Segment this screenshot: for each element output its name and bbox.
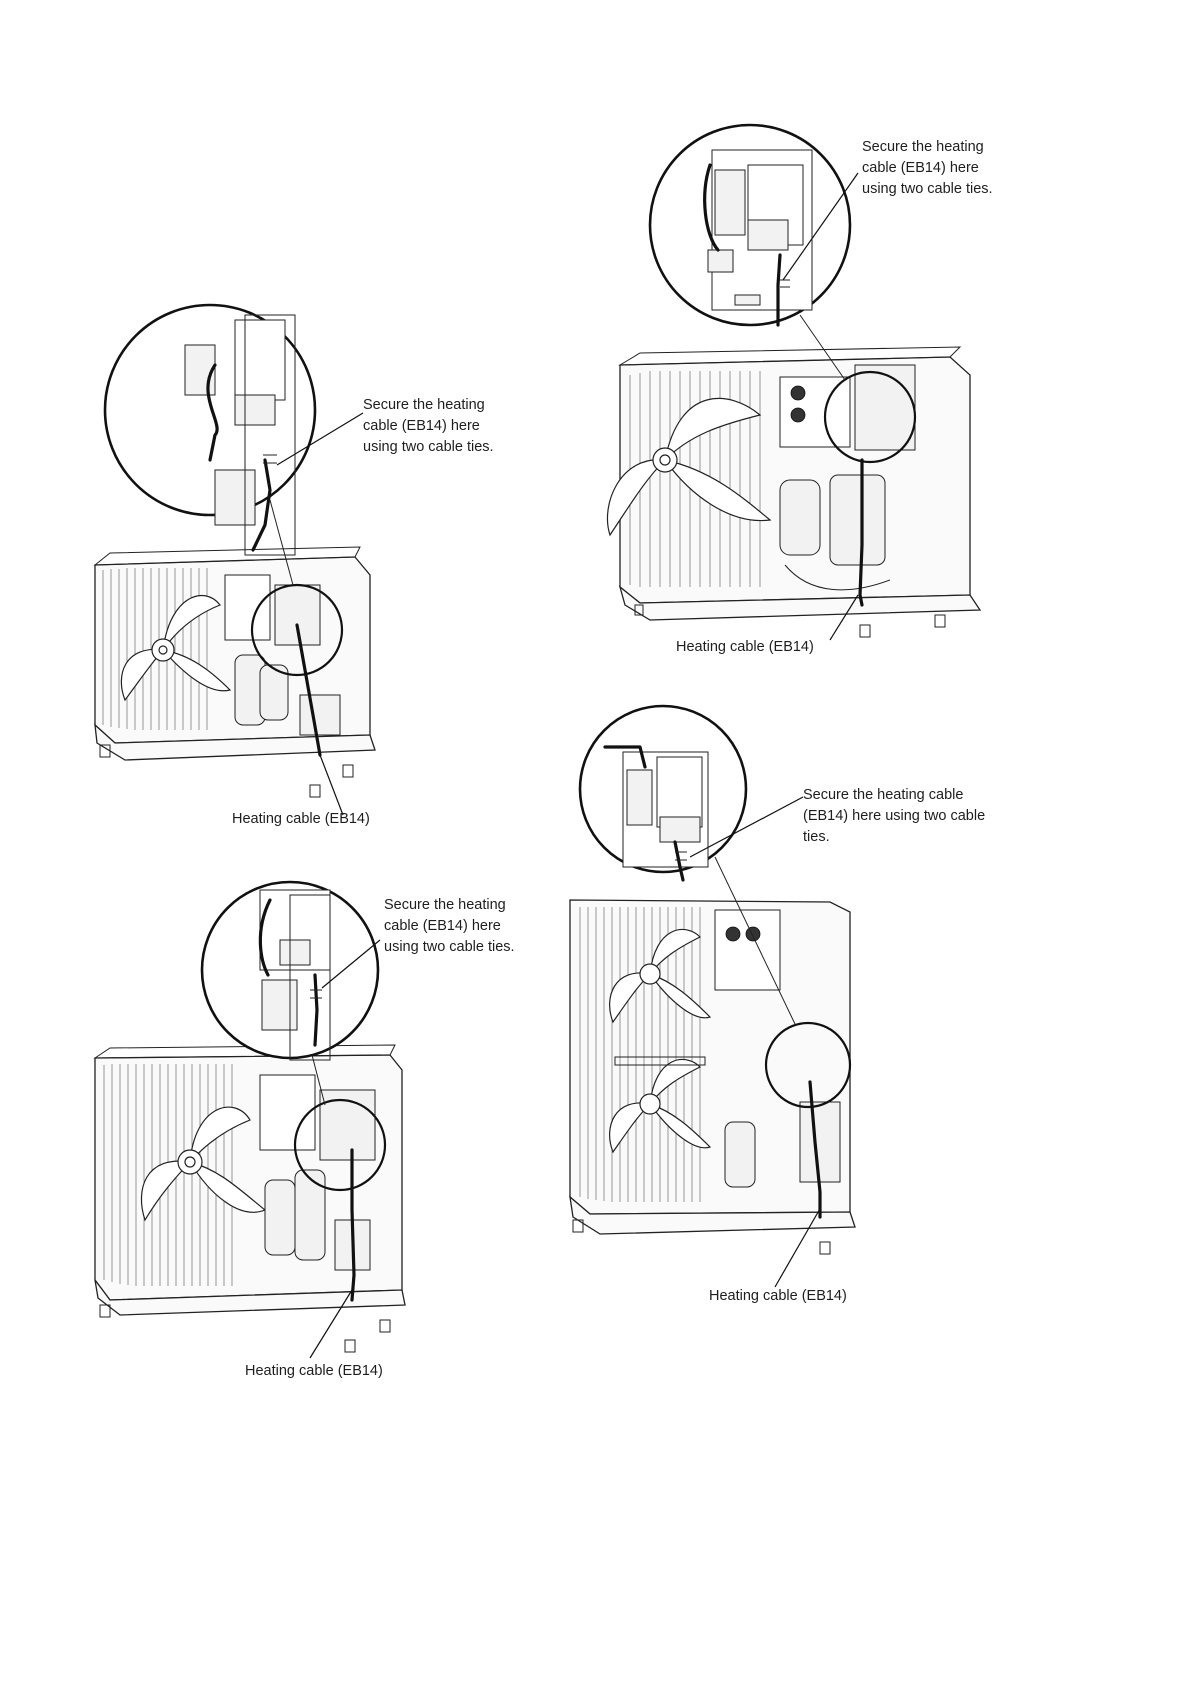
heat-pump-illustration-middle-right — [569, 704, 856, 1288]
cable-leader-line — [829, 594, 859, 641]
secure-cable-label-4-line-1: Secure the heating cable — [803, 787, 964, 803]
secure-cable-label-3-line-1: Secure the heating — [384, 897, 506, 913]
heat-pump-illustration-middle-left — [93, 303, 376, 816]
cable-leader-line-2 — [319, 754, 344, 816]
secure-cable-label-line-2: cable (EB14) here — [862, 160, 979, 176]
heating-cable-label-3: Heating cable (EB14) — [245, 1363, 383, 1379]
secure-leader-line-3 — [321, 939, 381, 989]
secure-cable-label-2-line-2: cable (EB14) here — [363, 418, 480, 434]
cable-leader-line-4 — [774, 1206, 822, 1288]
heating-cable-label-4: Heating cable (EB14) — [709, 1288, 847, 1304]
secure-cable-label-2: Secure the heating cable (EB14) here usi… — [363, 395, 494, 458]
heat-pump-illustration-bottom-left — [93, 880, 406, 1359]
secure-cable-label-line-3: using two cable ties. — [862, 181, 993, 197]
secure-leader-line — [782, 172, 859, 281]
secure-cable-label-3-line-3: using two cable ties. — [384, 939, 515, 955]
secure-cable-label-3-line-2: cable (EB14) here — [384, 918, 501, 934]
secure-leader-line-4 — [689, 796, 804, 858]
heating-cable-label-2: Heating cable (EB14) — [232, 811, 370, 827]
secure-leader-line-2 — [276, 412, 364, 466]
secure-cable-label-2-line-1: Secure the heating — [363, 397, 485, 413]
secure-cable-label-line-1: Secure the heating — [862, 139, 984, 155]
secure-cable-label-4-line-3: ties. — [803, 829, 830, 845]
secure-cable-label-3: Secure the heating cable (EB14) here usi… — [384, 895, 515, 958]
secure-cable-label: Secure the heating cable (EB14) here usi… — [862, 137, 993, 200]
cable-leader-line-3 — [309, 1289, 353, 1359]
secure-cable-label-4: Secure the heating cable (EB14) here usi… — [803, 785, 985, 848]
heat-pump-illustration-top-right — [606, 123, 982, 641]
heating-cable-label: Heating cable (EB14) — [676, 639, 814, 655]
secure-cable-label-2-line-3: using two cable ties. — [363, 439, 494, 455]
secure-cable-label-4-line-2: (EB14) here using two cable — [803, 808, 986, 824]
